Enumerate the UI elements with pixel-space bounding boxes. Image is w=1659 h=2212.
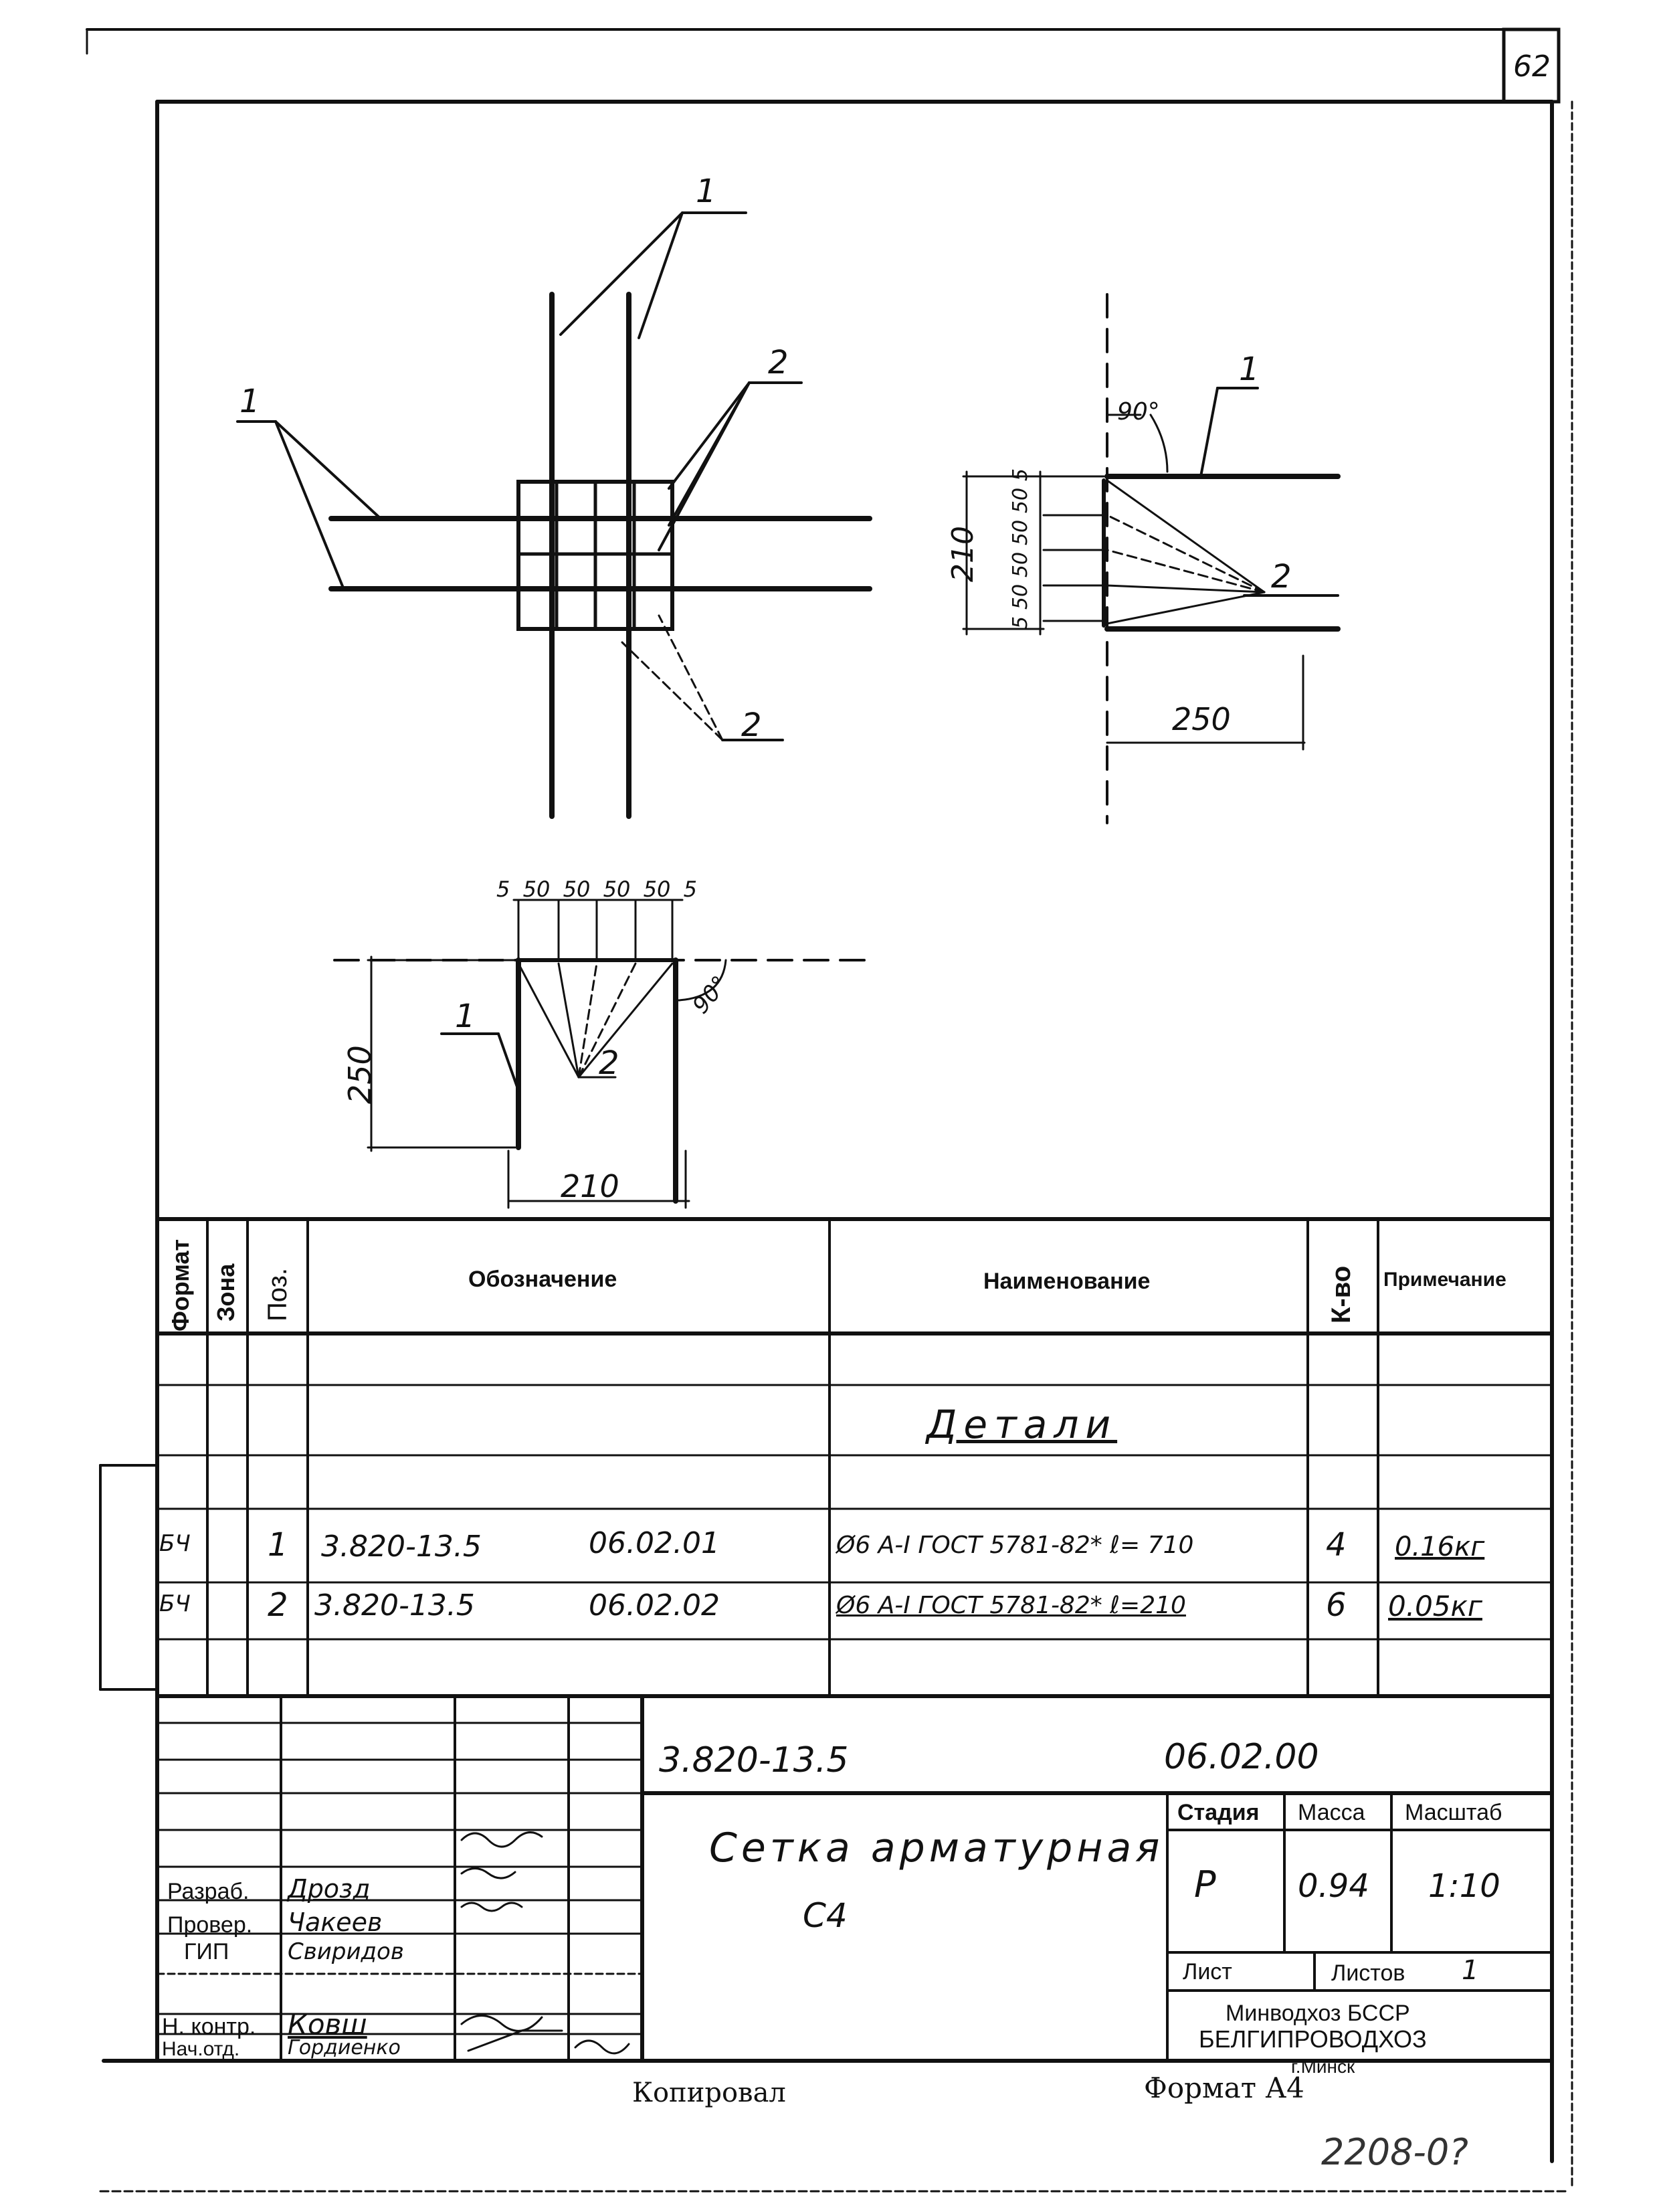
role-norm-control: Н. контр. (162, 2014, 256, 2039)
row2-format: БЧ (159, 1590, 191, 1617)
org-line2: БЕЛГИПРОВОДХОЗ (1199, 2025, 1427, 2053)
side-dim-5a: 5 (1009, 616, 1032, 629)
doc-num: 06.02.00 (1164, 1737, 1319, 1777)
side-angle-label: 90° (1117, 398, 1160, 426)
inventory-number: 2208-0? (1321, 2131, 1468, 2173)
side-dim-total: 210 (946, 526, 980, 582)
front-dim-50a: 50 (522, 877, 551, 902)
row2-designation-code: 3.820-13.5 (314, 1588, 475, 1623)
name-norm-control: Ковш (288, 2008, 367, 2041)
front-dim-5b: 5 (683, 877, 697, 902)
header-pos: Поз. (263, 1268, 292, 1321)
plan-callout-1: 1 (696, 173, 716, 210)
sheets-label: Листов (1331, 1960, 1405, 1986)
plan-callout-1-left: 1 (239, 383, 260, 420)
role-checker: Провер. (167, 1912, 253, 1938)
scale-label: Масштаб (1405, 1800, 1502, 1825)
row1-format: БЧ (159, 1530, 191, 1557)
row2-note: 0.05кг (1388, 1590, 1482, 1623)
role-developer: Разраб. (167, 1879, 250, 1904)
header-note: Примечание (1383, 1269, 1506, 1291)
sheet-label: Лист (1183, 1959, 1232, 1985)
header-format: Формат (167, 1238, 194, 1331)
side-callout-1: 1 (1239, 351, 1260, 388)
front-dim-height: 250 (342, 1045, 378, 1104)
format-label: Формат А4 (1144, 2071, 1304, 2104)
role-dept-head: Нач.отд. (162, 2038, 240, 2060)
side-callout-2: 2 (1271, 558, 1292, 595)
side-dim-spacing: 5 50 50 50 50 5 (1009, 468, 1032, 629)
row1-designation-num: 06.02.01 (589, 1526, 720, 1560)
name-gip: Свиридов (288, 1938, 404, 1965)
front-dim-50c: 50 (603, 877, 631, 902)
mass-label: Масса (1298, 1800, 1365, 1825)
front-callout-2: 2 (599, 1044, 619, 1082)
page-number: 62 (1513, 50, 1551, 84)
org-line1: Минводхоз БССР (1226, 2001, 1410, 2026)
plan-callout-2-top: 2 (768, 344, 789, 381)
section-title: Детали (926, 1402, 1118, 1447)
row2-designation-num: 06.02.02 (589, 1588, 720, 1623)
side-dim-50b: 50 (1009, 551, 1032, 578)
side-dim-50c: 50 (1009, 519, 1032, 546)
row1-name: Ø6 A-I ГОСТ 5781-82* ℓ= 710 (836, 1532, 1194, 1559)
header-designation: Обозначение (468, 1267, 617, 1292)
name-checker: Чакеев (288, 1908, 383, 1937)
side-dim-length: 250 (1172, 701, 1231, 737)
header-zone: Зона (212, 1263, 239, 1321)
plan-callout-2-bottom: 2 (741, 707, 762, 744)
sheets-value: 1 (1462, 1955, 1479, 1986)
title-line1: Сетка арматурная (709, 1825, 1164, 1871)
header-qty: К-во (1327, 1265, 1356, 1323)
doc-code: 3.820-13.5 (659, 1740, 849, 1780)
side-dim-50d: 50 (1009, 487, 1032, 514)
row1-designation-code: 3.820-13.5 (321, 1530, 482, 1564)
copied-label: Копировал (632, 2078, 786, 2108)
stage-label: Стадия (1177, 1800, 1260, 1825)
row2-qty: 6 (1326, 1586, 1347, 1624)
front-dim-width: 210 (561, 1168, 619, 1204)
row1-qty: 4 (1326, 1526, 1347, 1564)
name-developer: Дрозд (288, 1874, 371, 1904)
role-gip: ГИП (184, 1939, 229, 1964)
title-line2: С4 (803, 1896, 848, 1935)
header-name: Наименование (983, 1269, 1151, 1294)
row1-pos: 1 (268, 1526, 288, 1564)
front-dim-50b: 50 (563, 877, 591, 902)
front-dim-50d: 50 (643, 877, 671, 902)
stage-value: Р (1194, 1863, 1216, 1906)
front-callout-1: 1 (455, 998, 476, 1035)
name-dept-head: Гордиенко (288, 2036, 401, 2059)
front-dim-spacing: 5 50 50 50 50 5 (496, 877, 697, 902)
mass-value: 0.94 (1298, 1867, 1369, 1905)
front-dim-5a: 5 (496, 877, 510, 902)
row2-pos: 2 (268, 1586, 288, 1624)
row2-name: Ø6 A-I ГОСТ 5781-82* ℓ=210 (836, 1592, 1186, 1619)
side-dim-5b: 5 (1009, 468, 1032, 482)
row1-note: 0.16кг (1395, 1532, 1485, 1562)
org-line3: г.Минск (1291, 2056, 1355, 2077)
scale-value: 1:10 (1428, 1867, 1500, 1905)
side-dim-50a: 50 (1009, 583, 1032, 610)
